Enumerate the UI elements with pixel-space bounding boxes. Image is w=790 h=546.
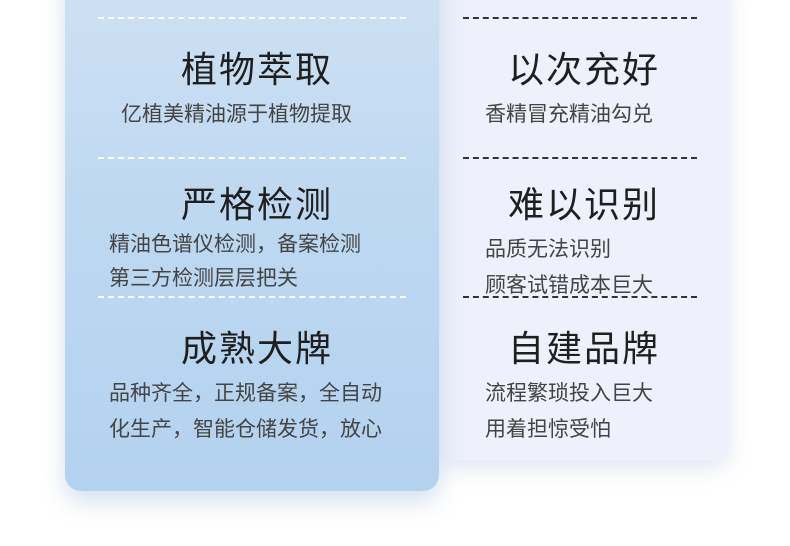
section-description: 品质无法识别 [485,237,611,261]
section-description: 化生产，智能仓储发货，放心 [109,417,382,441]
section-title-self-built-brand: 自建品牌 [508,329,661,370]
divider [98,157,406,159]
divider [463,17,697,19]
divider [98,17,406,19]
divider [463,157,697,159]
section-title-hard-to-identify: 难以识别 [508,185,661,226]
divider [463,296,697,298]
section-description: 亿植美精油源于植物提取 [121,102,352,126]
section-title-strict-testing: 严格检测 [181,185,334,226]
section-description: 香精冒充精油勾兑 [485,102,653,126]
section-description: 用着担惊受怕 [485,417,611,441]
section-title-inferior-goods: 以次充好 [508,50,661,91]
section-description: 精油色谱仪检测，备案检测 [109,232,361,256]
section-description: 顾客试错成本巨大 [485,273,653,297]
section-description: 第三方检测层层把关 [109,266,298,290]
section-title-mature-brand: 成熟大牌 [181,329,334,370]
section-description: 品种齐全，正规备案，全自动 [109,381,382,405]
comparison-card-others [438,0,729,460]
section-title-plant-extract: 植物萃取 [181,50,334,91]
section-description: 流程繁琐投入巨大 [485,381,653,405]
comparison-card-brand [65,0,439,491]
divider [98,296,406,298]
